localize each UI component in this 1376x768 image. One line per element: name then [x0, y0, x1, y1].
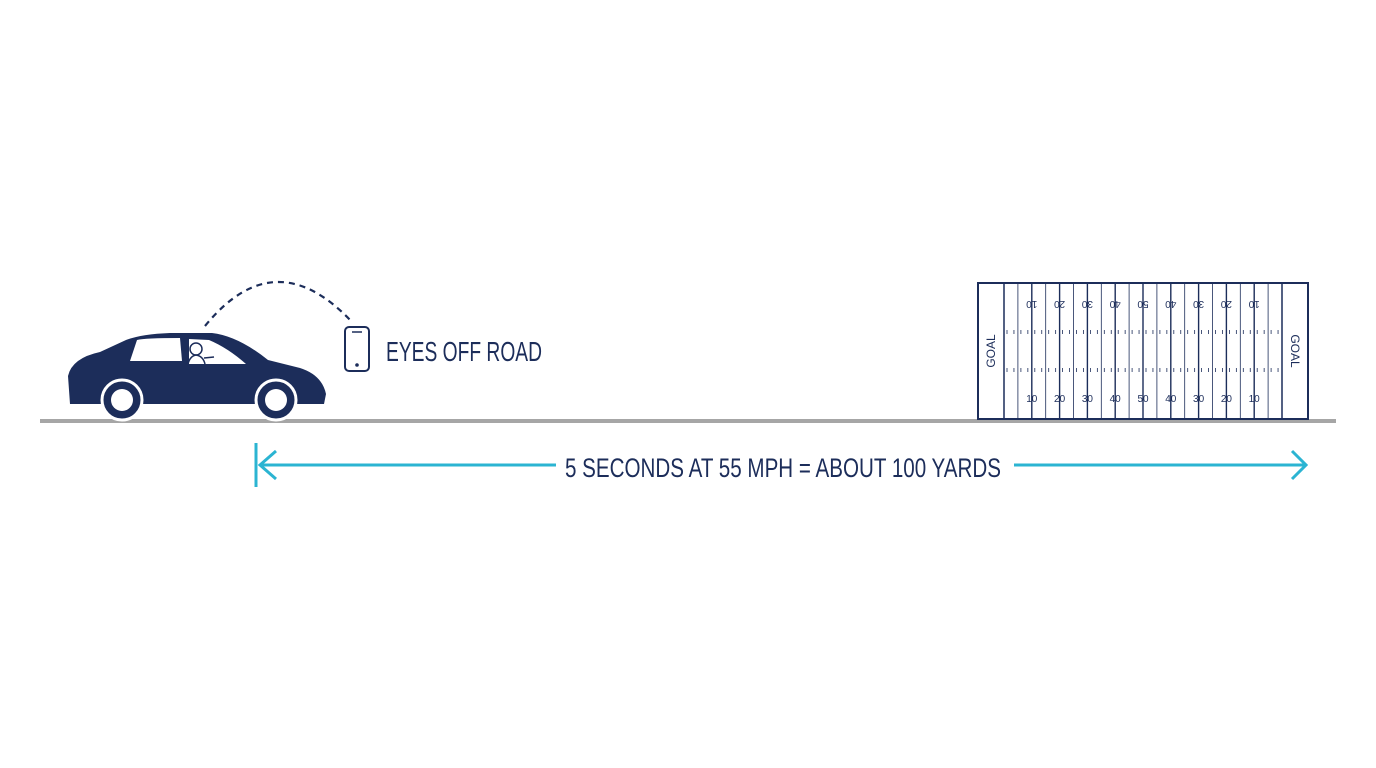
yard-number: 10 [1026, 394, 1038, 405]
yard-lines [1006, 284, 1279, 418]
yard-number: 20 [1054, 298, 1066, 309]
car-icon [68, 333, 326, 422]
yard-number: 30 [1193, 298, 1205, 309]
yard-number: 30 [1081, 298, 1093, 309]
yard-number: 30 [1193, 394, 1205, 405]
yard-number: 40 [1165, 394, 1177, 405]
eyes-off-road-label: EYES OFF ROAD [386, 336, 542, 367]
yard-number: 30 [1082, 394, 1094, 405]
yard-number: 20 [1220, 298, 1232, 309]
yard-number: 40 [1110, 394, 1122, 405]
goal-left-label: GOAL [984, 334, 998, 368]
distance-arrow [254, 443, 1309, 487]
yard-number: 50 [1137, 298, 1149, 309]
distance-label: 5 SECONDS AT 55 MPH = ABOUT 100 YARDS [565, 453, 1001, 483]
yard-number: 20 [1054, 394, 1066, 405]
gaze-arc [204, 280, 353, 327]
goal-right-label: GOAL [1288, 334, 1302, 368]
yard-number: 10 [1249, 394, 1261, 405]
football-field-icon: GOAL GOAL 10 20 30 40 50 40 30 20 10 10 20 30 40 50 40… [977, 282, 1309, 420]
yard-number: 50 [1137, 394, 1149, 405]
yard-number: 20 [1221, 394, 1233, 405]
yard-number: 40 [1165, 298, 1177, 309]
driver-icon [187, 342, 215, 365]
yard-number: 10 [1026, 298, 1038, 309]
field-numbers: 10 20 30 40 50 40 30 20 10 10 20 30 40 50 40 30 20 10 [1026, 298, 1260, 405]
yard-number: 40 [1109, 298, 1121, 309]
phone-icon [344, 326, 370, 372]
yard-number: 10 [1248, 298, 1260, 309]
